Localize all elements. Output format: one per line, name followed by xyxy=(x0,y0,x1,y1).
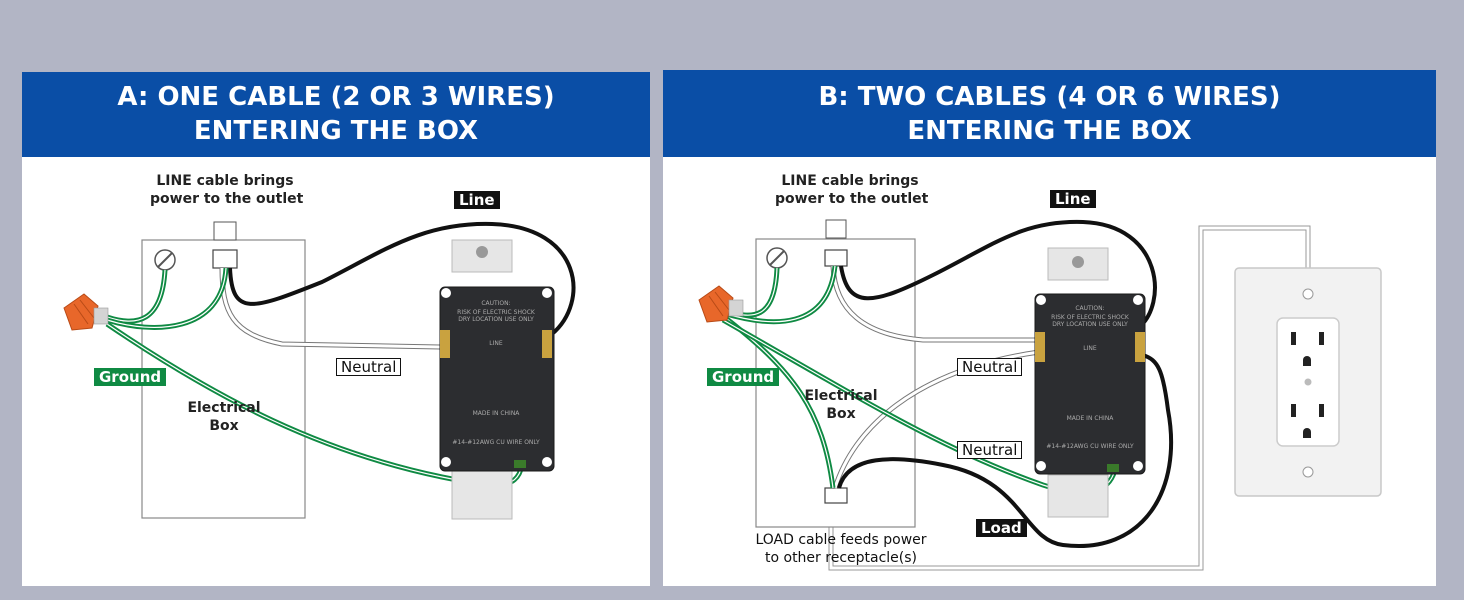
svg-text:CAUTION:: CAUTION: xyxy=(1075,305,1104,312)
panel-b-wiring-diagram: CAUTION: RISK OF ELECTRIC SHOCK DRY LOCA… xyxy=(698,219,1382,571)
panel-a-wiring-diagram: CAUTION: RISK OF ELECTRIC SHOCK DRY LOCA… xyxy=(63,221,576,520)
gfci-receptacle-icon: CAUTION: RISK OF ELECTRIC SHOCK DRY LOCA… xyxy=(1034,247,1146,518)
panel-a-header: A: ONE CABLE (2 OR 3 WIRES) ENTERING THE… xyxy=(22,72,650,157)
load-wire xyxy=(837,353,1174,549)
svg-text:#14-#12AWG CU WIRE ONLY: #14-#12AWG CU WIRE ONLY xyxy=(1046,443,1134,450)
downstream-receptacle-icon xyxy=(1234,267,1382,497)
gfci-receptacle-icon: CAUTION: RISK OF ELECTRIC SHOCK DRY LOCA… xyxy=(439,239,555,520)
svg-text:LINE: LINE xyxy=(489,340,503,347)
line-cable-label: LINE cable brings power to the outlet xyxy=(775,173,929,207)
svg-text:DRY LOCATION USE ONLY: DRY LOCATION USE ONLY xyxy=(458,316,534,323)
tag-line: Line xyxy=(1050,190,1096,208)
svg-text:LINE: LINE xyxy=(1083,345,1097,352)
ground-screw-icon xyxy=(154,249,176,271)
electrical-box-label: Electrical Box xyxy=(804,388,878,422)
cable-clamp xyxy=(213,221,237,241)
line-wire xyxy=(228,221,576,336)
line-cable-clamp xyxy=(825,219,847,239)
panel-b-header: B: TWO CABLES (4 OR 6 WIRES) ENTERING TH… xyxy=(663,70,1436,157)
tag-line: Line xyxy=(454,191,500,209)
tag-neutral-upper: Neutral xyxy=(957,358,1023,376)
cable-sheath xyxy=(212,249,238,269)
line-cable-sheath xyxy=(824,249,848,267)
panel-b-title-line1: B: TWO CABLES (4 OR 6 WIRES) xyxy=(818,82,1281,112)
line-cable-label: LINE cable brings power to the outlet xyxy=(150,173,304,207)
caution-title: CAUTION: xyxy=(481,300,510,307)
svg-text:MADE IN CHINA: MADE IN CHINA xyxy=(1067,415,1115,422)
load-cable-label: LOAD cable feeds power to other receptac… xyxy=(755,532,927,566)
line-wire xyxy=(839,219,1157,330)
svg-text:#14-#12AWG CU WIRE ONLY: #14-#12AWG CU WIRE ONLY xyxy=(452,439,540,446)
wire-nut-icon xyxy=(63,293,109,331)
tag-load: Load xyxy=(976,519,1027,537)
panel-a-title-line2: ENTERING THE BOX xyxy=(193,116,479,146)
svg-text:RISK OF ELECTRIC SHOCK: RISK OF ELECTRIC SHOCK xyxy=(1051,314,1130,321)
load-cable-sheath xyxy=(824,487,848,504)
panel-b-title-line2: ENTERING THE BOX xyxy=(907,116,1192,146)
panel-a: A: ONE CABLE (2 OR 3 WIRES) ENTERING THE… xyxy=(22,72,650,586)
electrical-box-label: Electrical Box xyxy=(187,400,261,434)
svg-text:DRY LOCATION USE ONLY: DRY LOCATION USE ONLY xyxy=(1052,321,1128,328)
tag-ground: Ground xyxy=(707,368,780,386)
svg-text:MADE IN CHINA: MADE IN CHINA xyxy=(473,410,521,417)
tag-ground: Ground xyxy=(94,368,167,386)
panel-b: B: TWO CABLES (4 OR 6 WIRES) ENTERING TH… xyxy=(663,70,1436,586)
panel-a-title-line1: A: ONE CABLE (2 OR 3 WIRES) xyxy=(117,82,555,112)
tag-neutral-lower: Neutral xyxy=(957,441,1023,459)
svg-text:RISK OF ELECTRIC SHOCK: RISK OF ELECTRIC SHOCK xyxy=(457,309,536,316)
wire-nut-icon xyxy=(698,285,744,323)
ground-screw-icon xyxy=(766,247,788,269)
tag-neutral: Neutral xyxy=(336,358,402,376)
